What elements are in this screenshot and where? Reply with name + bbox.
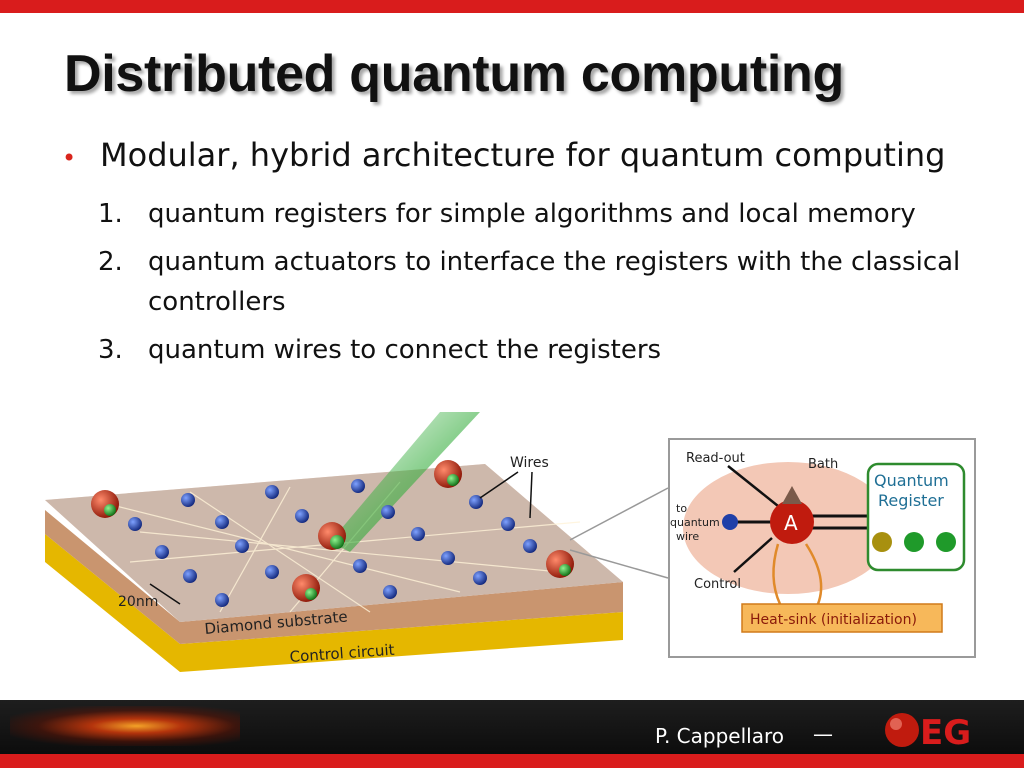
actuator-inset-diagram: Read-out Bath to quantum wire A Quantum … [668,438,976,658]
readout-label: Read-out [686,451,745,466]
list-item: 2. quantum actuators to interface the re… [98,242,978,322]
to-wire-label-3: wire [676,530,699,543]
footer-dash: — [813,722,833,746]
actuator-label: A [784,511,798,535]
register-clusters [91,460,574,602]
laser-beam [330,412,480,552]
main-bullet: • Modular, hybrid architecture for quant… [62,136,945,174]
register-qubit [872,532,892,552]
scale-arrow [149,583,181,605]
wire-spin [722,514,738,530]
diamond-chip-illustration: Wires 20nm Diamond substrate Control cir… [45,412,623,672]
control-layer [45,534,623,672]
footer-author: P. Cappellaro [655,724,784,748]
list-item: 1. quantum registers for simple algorith… [98,194,978,234]
slide-title: Distributed quantum computing [64,45,844,103]
logo-text: EG [920,713,971,752]
top-accent-bar [0,0,1024,13]
list-item: 3. quantum wires to connect the register… [98,330,978,370]
list-item-text: quantum registers for simple algorithms … [148,199,916,229]
bullet-icon: • [62,144,77,172]
zoom-connector [569,487,669,579]
numbered-list: 1. quantum registers for simple algorith… [98,194,978,378]
register-title-2: Register [878,491,944,510]
electron-spins [128,479,537,607]
register-qubit [936,532,956,552]
main-bullet-text: Modular, hybrid architecture for quantum… [100,136,946,174]
heat-flow-arrow [772,543,782,605]
wires-arrow [529,471,533,519]
list-item-number: 1. [98,199,123,229]
to-wire-label-2: quantum [670,516,720,529]
heatsink-label: Heat-sink (initialization) [750,612,917,628]
heatsink-box [741,603,943,633]
footer-laser-image [10,706,240,746]
list-item-text: quantum actuators to interface the regis… [148,247,961,317]
control-arrow [733,537,773,573]
heat-flow-arrow [804,543,823,605]
scale-label: 20nm [118,594,158,610]
control-label: Control [694,577,741,592]
actuator-spin [770,500,814,544]
readout-arrow [727,465,779,507]
register-qubit [904,532,924,552]
qeg-logo: EG [885,713,971,752]
list-item-number: 3. [98,335,123,365]
bottom-accent-bar [0,754,1024,768]
wires-label: Wires [510,455,549,471]
spin-arrow-icon [782,486,802,504]
list-item-number: 2. [98,247,123,277]
substrate-side [45,510,623,644]
register-title-1: Quantum [874,471,949,490]
bath-label: Bath [808,457,838,472]
wires-arrow [479,471,519,499]
to-wire-label-1: to [676,502,687,515]
list-item-text: quantum wires to connect the registers [148,335,662,365]
